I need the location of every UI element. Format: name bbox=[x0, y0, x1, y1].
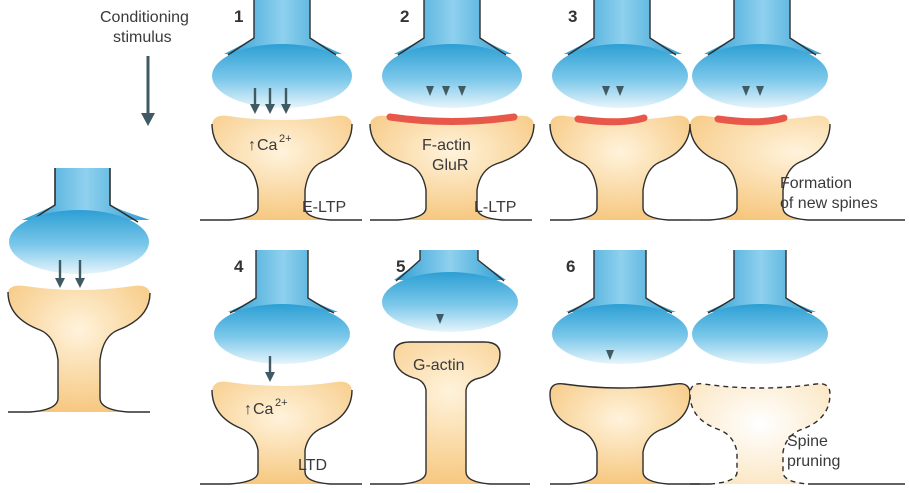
panel-4-number: 4 bbox=[234, 257, 244, 276]
panel-4-calcium-charge: 2+ bbox=[275, 397, 288, 409]
panel-2-number: 2 bbox=[400, 7, 409, 26]
panel-3-label-line2: of new spines bbox=[780, 195, 878, 212]
panel-4-up-arrow: ↑ bbox=[244, 401, 252, 418]
dendritic-spine bbox=[8, 286, 150, 412]
conditioning-label-line2: stimulus bbox=[113, 29, 172, 46]
conditioning-label-line1: Conditioning bbox=[100, 9, 189, 26]
conditioning-arrowhead bbox=[141, 113, 155, 126]
panel-1-calcium-charge: 2+ bbox=[279, 133, 292, 145]
panel-6-label-line1: Spine bbox=[787, 433, 828, 450]
panel-6-label-line2: pruning bbox=[787, 453, 840, 470]
panel-3: 3 Formation of new spines bbox=[550, 0, 905, 220]
panel-4-label: LTD bbox=[298, 457, 327, 474]
panel-1-up-arrow: ↑ bbox=[248, 137, 256, 154]
panel-2-label: L-LTP bbox=[474, 199, 516, 216]
panel-1-calcium: Ca bbox=[257, 137, 278, 154]
panel-2: 2 F-actin GluR L-LTP bbox=[370, 0, 534, 220]
initial-synapse bbox=[8, 168, 150, 412]
panel-5: 5 G-actin bbox=[370, 250, 530, 484]
panel-3-number: 3 bbox=[568, 7, 577, 26]
panel-2-glur: GluR bbox=[432, 157, 468, 174]
panel-6: 6 Spine pruning bbox=[550, 250, 905, 484]
panel-4-calcium: Ca bbox=[253, 401, 274, 418]
panel-5-gactin: G-actin bbox=[413, 357, 465, 374]
panel-2-factin: F-actin bbox=[422, 137, 471, 154]
panel-1-number: 1 bbox=[234, 7, 243, 26]
panel-3-label-line1: Formation bbox=[780, 175, 852, 192]
actin-band bbox=[390, 117, 514, 122]
panel-1: 1 ↑ Ca 2+ E-LTP bbox=[200, 0, 362, 220]
release-arrows bbox=[250, 88, 291, 114]
panel-6-number: 6 bbox=[566, 257, 575, 276]
panel-1-label: E-LTP bbox=[302, 199, 346, 216]
panel-4: 4 ↑ Ca 2+ LTD bbox=[200, 250, 362, 484]
